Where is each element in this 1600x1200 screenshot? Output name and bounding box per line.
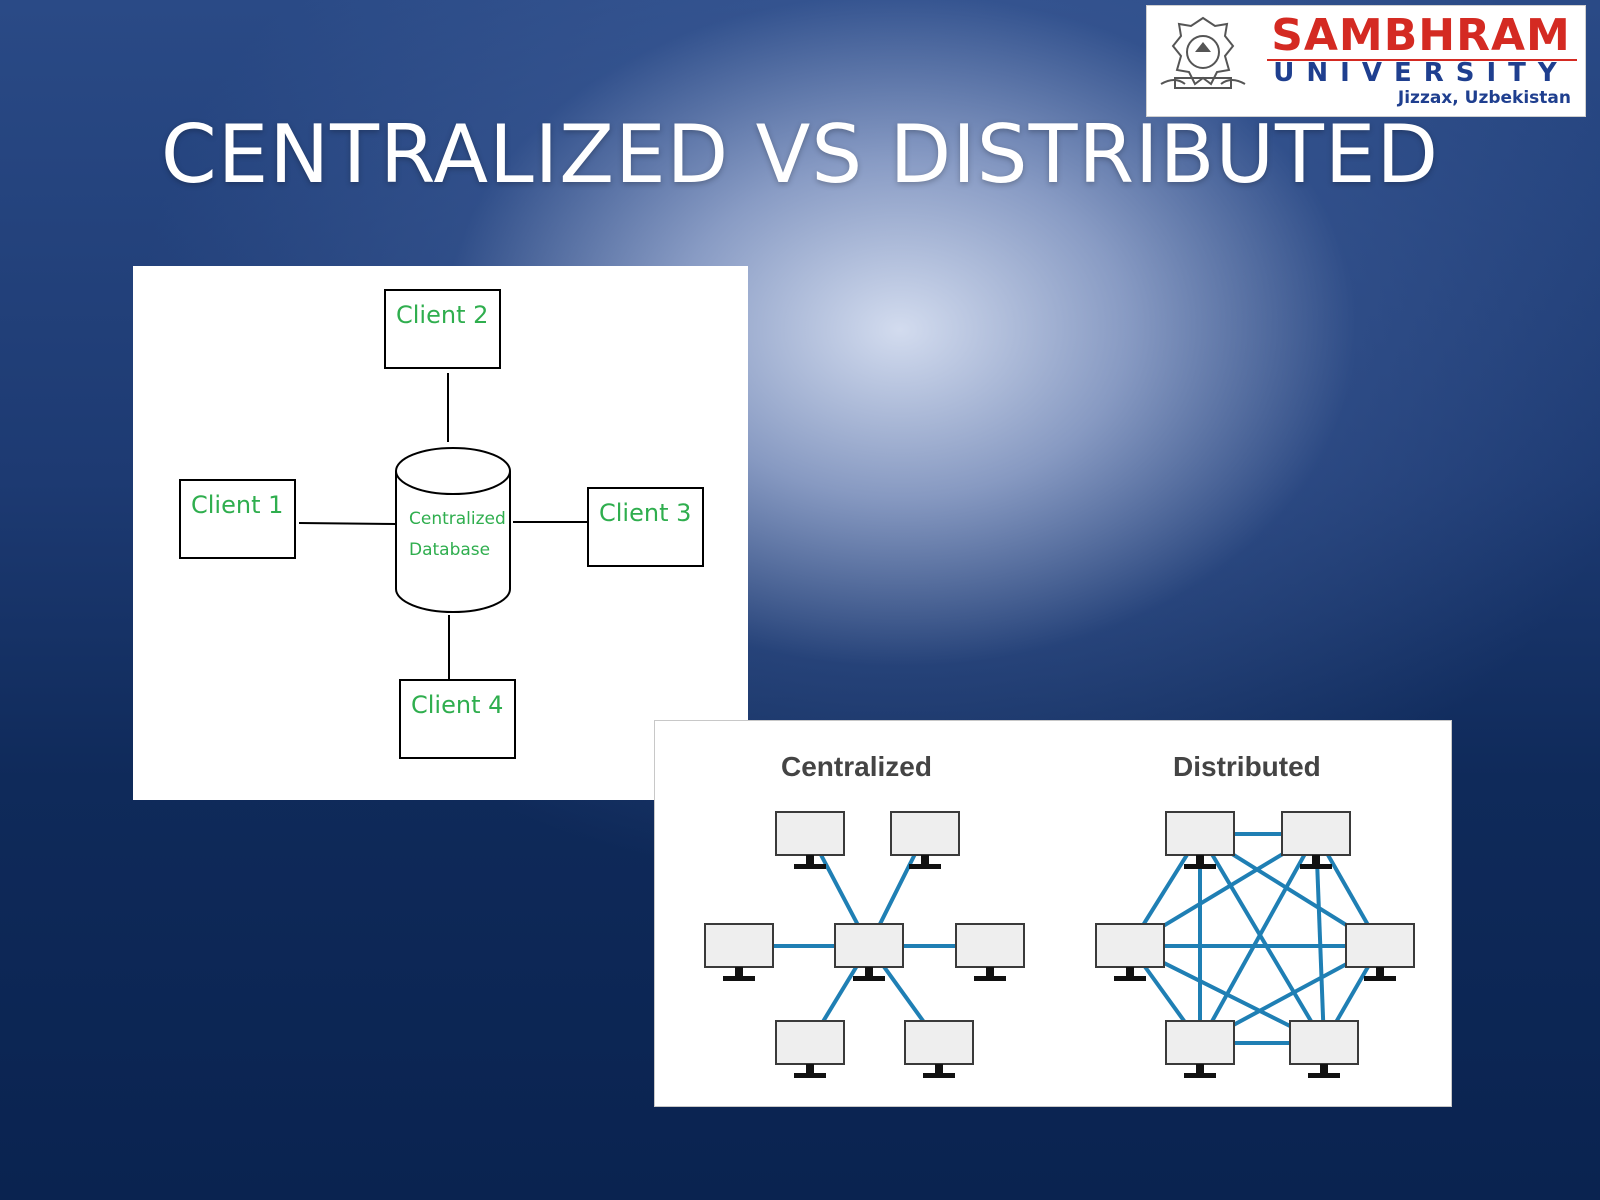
computer-icon — [1345, 923, 1415, 981]
client-3-box: Client 3 — [587, 487, 704, 567]
client-1-label: Client 1 — [191, 491, 284, 519]
distributed-link — [1198, 833, 1318, 1044]
client-3-label: Client 3 — [599, 499, 692, 527]
distributed-link — [1198, 832, 1326, 1045]
logo-name: SAMBHRAM — [1271, 10, 1571, 61]
client-4-label: Client 4 — [411, 691, 504, 719]
network-topology-diagram: Centralized Distributed — [654, 720, 1452, 1107]
computer-icon — [775, 811, 845, 869]
client-2-label: Client 2 — [396, 301, 489, 329]
logo-subtitle: UNIVERSITY — [1273, 58, 1569, 88]
computer-icon — [1165, 1020, 1235, 1078]
centralized-heading: Centralized — [781, 751, 932, 782]
hub-computer-icon — [834, 923, 904, 981]
logo-location: Jizzax, Uzbekistan — [1397, 88, 1571, 108]
university-emblem-icon — [1160, 16, 1246, 89]
database-label-line2: Database — [409, 540, 491, 560]
slide-title: CENTRALIZED VS DISTRIBUTED — [160, 108, 1440, 201]
computer-icon — [890, 811, 960, 869]
computer-icon — [904, 1020, 974, 1078]
database-label-line1: Centralized — [409, 509, 506, 529]
computer-icon — [1289, 1020, 1359, 1078]
computer-icon — [775, 1020, 845, 1078]
computer-icon — [1281, 811, 1351, 869]
distributed-heading: Distributed — [1173, 751, 1321, 782]
computer-icon — [1165, 811, 1235, 869]
client-1-box: Client 1 — [179, 479, 296, 559]
connector-client1 — [298, 522, 397, 525]
database-label: Centralized Database — [409, 504, 506, 566]
database-cylinder-icon — [395, 447, 511, 613]
computer-icon — [1095, 923, 1165, 981]
computer-icon — [704, 923, 774, 981]
computer-icon — [955, 923, 1025, 981]
university-logo: SAMBHRAM UNIVERSITY Jizzax, Uzbekistan — [1146, 5, 1586, 117]
connector-lines — [298, 373, 587, 679]
client-2-box: Client 2 — [384, 289, 501, 369]
centralized-database-diagram: Client 2 Client 1 Client 3 Client 4 Cent… — [133, 266, 748, 800]
network-graphics — [704, 811, 1415, 1078]
logo-divider — [1267, 59, 1577, 61]
client-4-box: Client 4 — [399, 679, 516, 759]
